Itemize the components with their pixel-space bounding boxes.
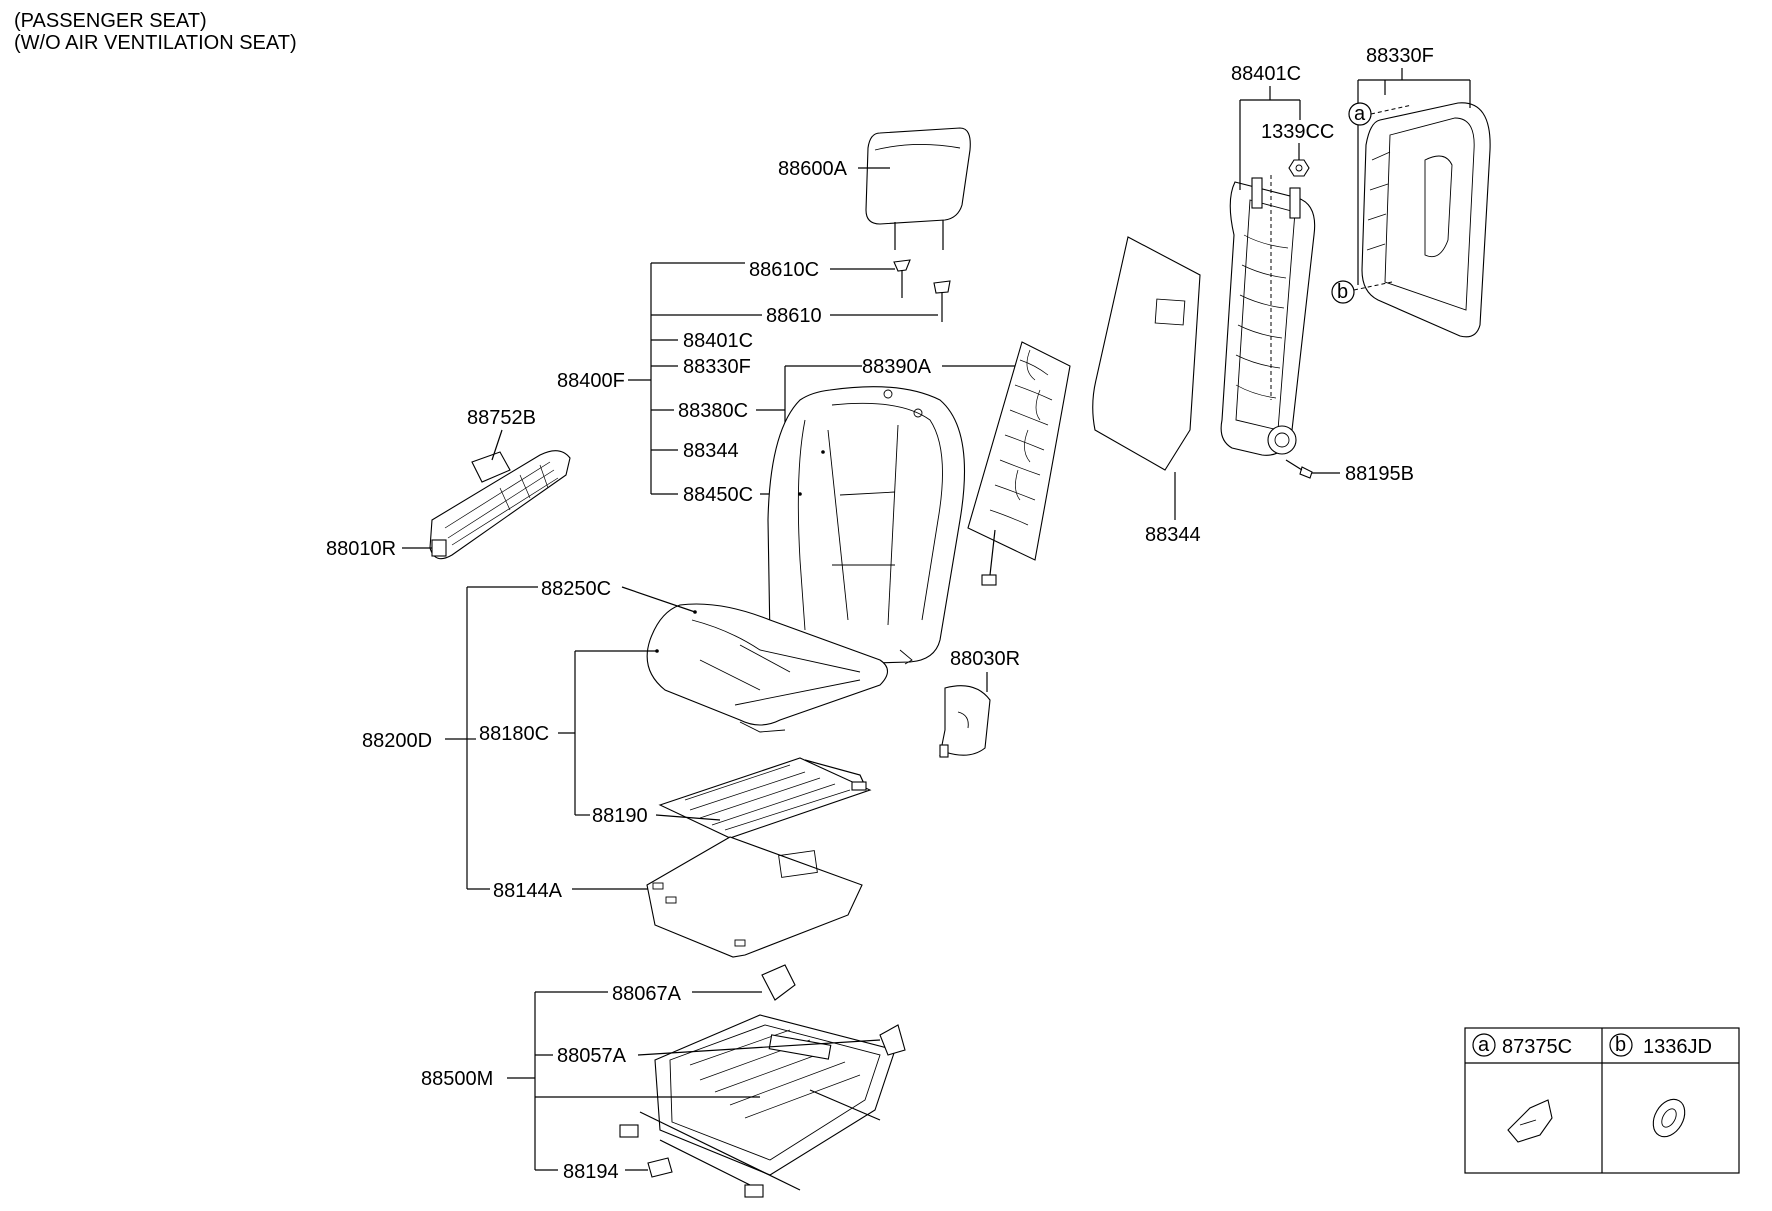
label-88057A[interactable]: 88057A (557, 1045, 627, 1067)
label-88600A[interactable]: 88600A (778, 158, 848, 180)
label-88330F-list[interactable]: 88330F (683, 356, 751, 378)
label-88500M[interactable]: 88500M (421, 1068, 493, 1090)
callout-b-letter: b (1337, 281, 1348, 303)
label-88030R[interactable]: 88030R (950, 648, 1020, 670)
bracket-88200D: 88250C 88200D 88180C 88190 88144A (362, 578, 721, 902)
sensor-88194[interactable] (647, 1157, 673, 1178)
clip-87375C-icon (1507, 1099, 1553, 1143)
label-88401C-top[interactable]: 88401C (1231, 63, 1301, 85)
label-88610C[interactable]: 88610C (749, 259, 819, 281)
label-1339CC[interactable]: 1339CC (1261, 121, 1334, 143)
label-88344-list[interactable]: 88344 (683, 440, 739, 462)
label-88344-bottom[interactable]: 88344 (1145, 524, 1201, 546)
label-88250C[interactable]: 88250C (541, 578, 611, 600)
seatback-cover-88380C[interactable] (767, 386, 965, 666)
bracket-88057A[interactable] (879, 1024, 906, 1056)
cushion-cover-88250C[interactable] (646, 603, 889, 733)
callout-b-circle (1331, 280, 1355, 304)
bracket-88500M: 88067A 88057A 88500M 88194 (421, 983, 881, 1183)
bracket-88400F: 88401C 88330F 88400F 88380C 88344 88450C… (557, 262, 1020, 506)
nut-1339CC[interactable] (1288, 159, 1310, 177)
label-88195B[interactable]: 88195B (1345, 463, 1414, 485)
clip-88752B[interactable] (471, 451, 511, 483)
seat-track-88500M[interactable] (619, 1014, 896, 1198)
label-88380C[interactable]: 88380C (678, 400, 748, 422)
diagram-title-line1: (PASSENGER SEAT) (14, 10, 207, 32)
callout-a-letter: a (1354, 103, 1366, 125)
legend-a-letter: a (1478, 1034, 1490, 1056)
heater-mat-88190[interactable] (658, 757, 872, 839)
back-board-88344[interactable]: 88344 (1092, 236, 1201, 546)
label-88010R[interactable]: 88010R (326, 538, 396, 560)
bracket-88067A[interactable] (761, 964, 796, 1001)
back-cover-88330F[interactable] (1361, 102, 1491, 338)
legend-table: a 87375C b 1336JD (1464, 1027, 1740, 1174)
headrest-88600A[interactable] (865, 127, 971, 250)
clip-1336JD-icon (1652, 1098, 1686, 1138)
label-88180C[interactable]: 88180C (479, 723, 549, 745)
legend-b-part[interactable]: 1336JD (1643, 1036, 1712, 1058)
label-88144A[interactable]: 88144A (493, 880, 563, 902)
label-88450C[interactable]: 88450C (683, 484, 753, 506)
label-88400F[interactable]: 88400F (557, 370, 625, 392)
bolt-88195B[interactable] (1285, 459, 1313, 479)
label-88067A[interactable]: 88067A (612, 983, 682, 1005)
label-88390A[interactable]: 88390A (862, 356, 932, 378)
label-88200D[interactable]: 88200D (362, 730, 432, 752)
diagram-title-line2: (W/O AIR VENTILATION SEAT) (14, 32, 297, 54)
cushion-pad-88144A[interactable] (646, 836, 863, 958)
side-cover-88030R[interactable] (939, 685, 991, 758)
label-88194[interactable]: 88194 (563, 1161, 619, 1183)
label-88330F-top[interactable]: 88330F (1366, 45, 1434, 67)
headrest-guide-88610[interactable] (933, 280, 951, 322)
headrest-group: 88600A 88610C 88610 (749, 127, 971, 327)
label-88190[interactable]: 88190 (592, 805, 648, 827)
headrest-guide-88610C[interactable] (893, 259, 911, 298)
legend-a-part[interactable]: 87375C (1502, 1036, 1572, 1058)
label-88752B[interactable]: 88752B (467, 407, 536, 429)
legend-b-letter: b (1615, 1034, 1626, 1056)
label-88401C-list[interactable]: 88401C (683, 330, 753, 352)
label-88610[interactable]: 88610 (766, 305, 822, 327)
seatback-frame-88401C[interactable] (1220, 177, 1316, 456)
heater-mat-88390A[interactable] (967, 341, 1071, 586)
